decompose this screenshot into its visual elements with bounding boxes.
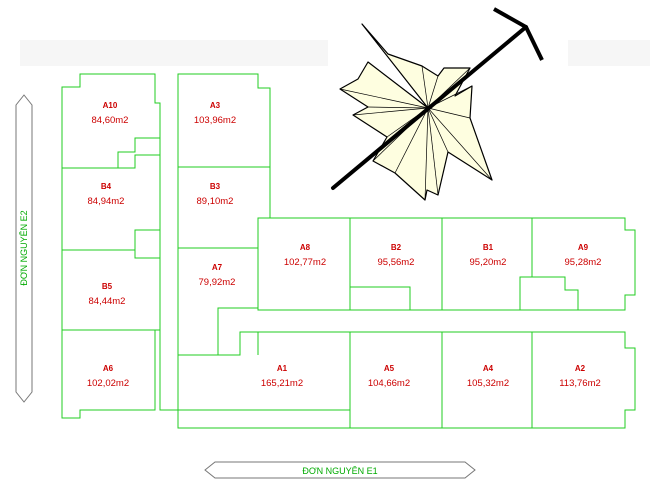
- unit-code: A2: [575, 364, 586, 373]
- unit-code: A3: [210, 101, 221, 110]
- header-bar-right: [568, 40, 650, 66]
- unit-area: 95,20m2: [470, 257, 507, 268]
- unit-code: A7: [212, 263, 223, 272]
- unit-area: 105,32m2: [467, 378, 509, 389]
- road-marker-left: ĐƠN NGUYÊN E2: [15, 94, 33, 403]
- floor-plan-walls: [61, 73, 636, 429]
- unit-area: 95,56m2: [378, 257, 415, 268]
- unit-code: A8: [300, 243, 311, 252]
- unit-code: B4: [101, 182, 112, 191]
- unit-area: 102,77m2: [284, 257, 326, 268]
- corridor-left-wall: [159, 103, 179, 411]
- unit-b3-outline: [177, 166, 271, 249]
- road-marker-bottom: ĐƠN NGUYÊN E1: [204, 461, 476, 479]
- unit-area: 103,96m2: [194, 115, 236, 126]
- road-label-bottom: ĐƠN NGUYÊN E1: [302, 466, 377, 476]
- unit-area: 79,92m2: [199, 277, 236, 288]
- unit-code: B2: [391, 243, 402, 252]
- unit-a9-outline: [532, 217, 636, 311]
- unit-a6-outline: [61, 329, 156, 419]
- unit-area: 102,02m2: [87, 378, 129, 389]
- unit-code: A6: [103, 364, 114, 373]
- unit-code: A9: [578, 243, 589, 252]
- outer-bottom-wall: [177, 410, 350, 429]
- unit-area: 84,60m2: [92, 115, 129, 126]
- unit-labels: A10 84,60m2 A3 103,96m2 B4 84,94m2 B3 89…: [87, 101, 602, 389]
- unit-code: A10: [103, 101, 118, 110]
- unit-a2-outline: [532, 331, 636, 429]
- unit-area: 95,28m2: [565, 257, 602, 268]
- compass-icon: [331, 7, 544, 201]
- unit-area: 84,94m2: [88, 196, 125, 207]
- header-bar-left: [20, 40, 328, 66]
- unit-code: B3: [210, 182, 221, 191]
- unit-area: 165,21m2: [261, 378, 303, 389]
- unit-code: A5: [384, 364, 395, 373]
- road-label-left: ĐƠN NGUYÊN E2: [19, 210, 29, 285]
- unit-code: B5: [102, 282, 113, 291]
- unit-area: 84,44m2: [89, 296, 126, 307]
- unit-area: 113,76m2: [559, 378, 601, 389]
- unit-code: A1: [277, 364, 288, 373]
- unit-code: B1: [483, 243, 494, 252]
- unit-a4-outline: [442, 331, 533, 429]
- unit-code: A4: [483, 364, 494, 373]
- unit-area: 89,10m2: [197, 196, 234, 207]
- unit-area: 104,66m2: [368, 378, 410, 389]
- unit-a1-outline: [178, 332, 351, 411]
